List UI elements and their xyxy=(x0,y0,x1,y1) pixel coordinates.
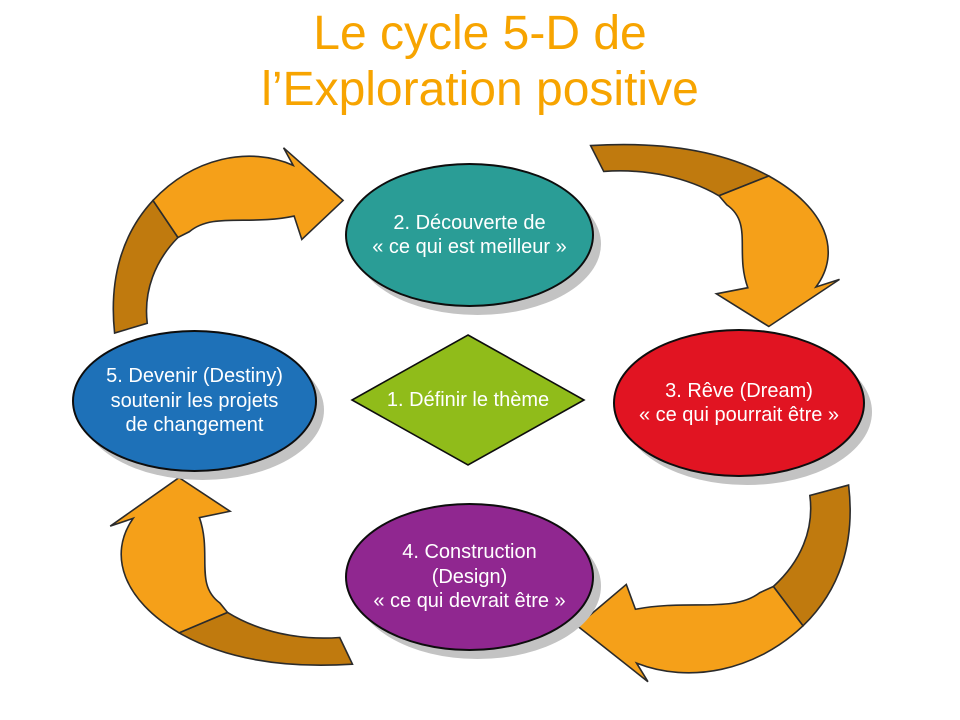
node-label-line: 1. Définir le thème xyxy=(386,388,550,411)
node-label-line: « ce qui est meilleur » xyxy=(372,236,567,258)
arrow-back-band xyxy=(773,485,850,626)
node-label-line: 5. Devenir (Destiny) xyxy=(106,365,283,388)
arrow-back-band xyxy=(591,145,769,196)
node-label-line: 2. Découverte de xyxy=(393,211,546,234)
arrow-back-band xyxy=(179,612,352,665)
node-dream: 3. Rêve (Dream) « ce qui pourrait être » xyxy=(613,329,865,477)
node-label-line: « ce qui devrait être » xyxy=(373,590,566,613)
arrow-front-band xyxy=(110,478,230,633)
diamond-shape xyxy=(350,334,586,466)
node-label-line: soutenir les projets xyxy=(110,389,279,412)
node-label-line: de changement xyxy=(125,414,264,437)
title-line-2: l’Exploration positive xyxy=(261,63,699,117)
arrow-front-band xyxy=(577,584,803,681)
curved-arrow-bottom-right xyxy=(575,483,860,690)
arrow-front-band xyxy=(153,148,343,240)
node-label-line: « ce qui pourrait être » xyxy=(638,404,840,426)
node-label-line: (Design) xyxy=(431,565,508,588)
node-theme: 1. Définir le thème xyxy=(350,333,586,467)
node-destiny: 5. Devenir (Destiny) soutenir les projet… xyxy=(72,330,317,472)
node-discovery: 2. Découverte de « ce qui est meilleur » xyxy=(345,163,594,307)
title-line-1: Le cycle 5-D de xyxy=(313,7,647,60)
curved-arrow-bottom-left xyxy=(100,476,355,672)
arrow-back-band xyxy=(113,200,178,333)
node-design: 4. Construction (Design) « ce qui devrai… xyxy=(345,503,594,651)
arrow-front-band xyxy=(716,176,839,326)
curved-arrow-top-left xyxy=(105,140,345,335)
curved-arrow-top-right xyxy=(588,138,850,328)
node-label-line: 3. Rêve (Dream) xyxy=(665,379,813,402)
node-label-line: 4. Construction xyxy=(402,541,537,564)
page-title: Le cycle 5-D de l’Exploration positive xyxy=(0,6,960,118)
